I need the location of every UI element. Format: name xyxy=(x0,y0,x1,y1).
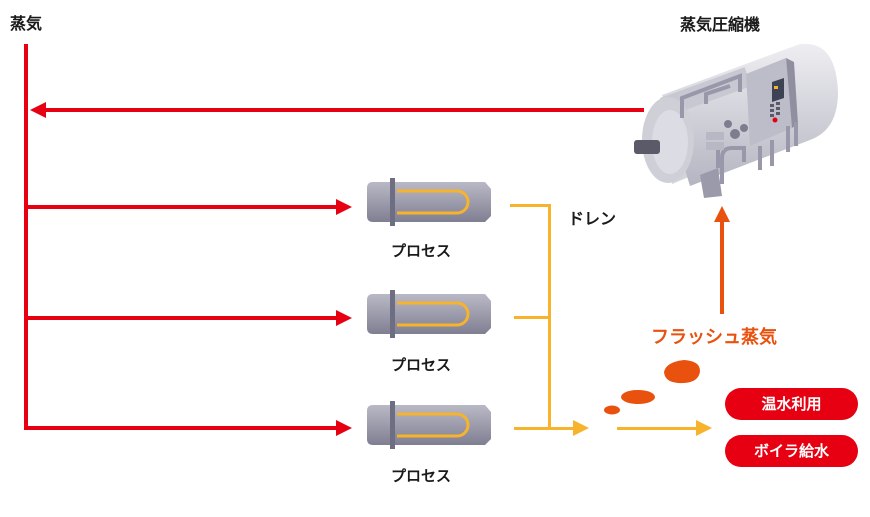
steam-main-vertical xyxy=(24,44,28,430)
boiler-feedwater-badge: ボイラ給水 xyxy=(725,435,858,467)
steam-branch-2-arrowhead xyxy=(336,310,352,326)
steam-label: 蒸気 xyxy=(10,14,43,33)
drain-lines xyxy=(510,204,712,436)
drain-label: ドレン xyxy=(568,209,617,228)
flash-steam-blobs xyxy=(604,360,700,415)
steam-lines xyxy=(24,44,644,436)
compressor-label: 蒸気圧縮機 xyxy=(680,15,761,34)
steam-branch-3-arrowhead xyxy=(336,420,352,436)
process-label-2: プロセス xyxy=(391,356,452,374)
process-unit-3 xyxy=(367,401,491,449)
steam-return-arrowhead xyxy=(30,102,46,118)
drain-arrowhead xyxy=(573,420,589,436)
process-label-3: プロセス xyxy=(391,467,452,485)
compressor-icon xyxy=(634,43,838,198)
steam-branch-1 xyxy=(24,205,338,209)
process-label-1: プロセス xyxy=(391,242,452,260)
process-unit-2 xyxy=(367,290,491,338)
process-unit-1 xyxy=(367,178,491,226)
flash-steam-label: フラッシュ蒸気 xyxy=(651,327,777,348)
steam-branch-2 xyxy=(24,316,338,320)
output-arrowhead xyxy=(696,420,712,436)
flash-steam-arrow xyxy=(714,206,730,314)
hot-water-use-badge: 温水利用 xyxy=(725,388,858,420)
steam-branch-1-arrowhead xyxy=(336,199,352,215)
steam-branch-3 xyxy=(24,426,338,430)
steam-return-line xyxy=(44,108,644,112)
